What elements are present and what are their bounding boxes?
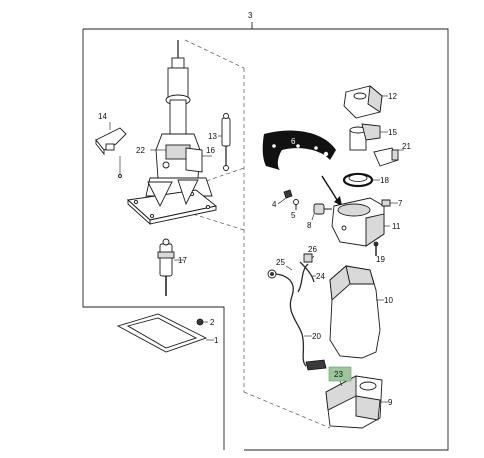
callout-17: 17: [178, 256, 187, 265]
connector-21: 21: [373, 142, 411, 167]
steering-column: 22: [136, 40, 213, 197]
callout-6: 6: [291, 137, 296, 146]
callout-4: 4: [272, 200, 277, 209]
callout-12: 12: [388, 92, 397, 101]
pin-19: 19: [373, 241, 385, 264]
callout-24: 24: [316, 272, 325, 281]
callout-22: 22: [136, 146, 145, 155]
cover-10: 10: [329, 265, 393, 359]
callout-7: 7: [398, 199, 403, 208]
callout-5: 5: [291, 211, 296, 220]
dashed-guides: [179, 39, 331, 429]
gasket-6: 6: [262, 130, 336, 170]
callout-19: 19: [376, 255, 385, 264]
callout-26: 26: [308, 245, 317, 254]
callout-21: 21: [402, 142, 411, 151]
base-plate: [126, 179, 218, 226]
callout-11: 11: [392, 222, 401, 231]
callout-23: 23: [334, 370, 343, 379]
wiring-harness-20: 26 25 24 20: [267, 245, 327, 371]
callout-2: 2: [210, 318, 215, 327]
callout-10: 10: [384, 296, 393, 305]
cylinder-17: 17: [157, 238, 187, 296]
gasket-1: 1: [116, 313, 219, 353]
callout-14: 14: [98, 112, 107, 121]
callout-8: 8: [307, 221, 312, 230]
assembly-frame: 3: [82, 11, 449, 451]
callout-23-highlight: 23: [328, 366, 352, 387]
fasteners-4-5-8: 4 5 8: [272, 189, 332, 230]
bracket-16: 16: [185, 146, 215, 173]
gas-spring-13: 13: [208, 113, 231, 171]
clip-7: 7: [381, 199, 403, 208]
callout-15: 15: [388, 128, 397, 137]
housing-9: 9: [325, 375, 393, 429]
callout-9: 9: [388, 398, 393, 407]
ring-18: 18: [342, 172, 389, 188]
arrow-indicator: [321, 175, 342, 206]
callout-25: 25: [276, 258, 285, 267]
nut-2: 2: [196, 318, 215, 327]
callout-3: 3: [248, 11, 253, 20]
switch-15: 15: [349, 123, 397, 151]
callout-18: 18: [380, 176, 389, 185]
housing-11: 11: [331, 197, 401, 247]
knob-12: 12: [343, 85, 397, 119]
callout-16: 16: [206, 146, 215, 155]
callout-1: 1: [214, 336, 219, 345]
callout-20: 20: [312, 332, 321, 341]
callout-13: 13: [208, 132, 217, 141]
lever-14: 14: [95, 112, 127, 178]
